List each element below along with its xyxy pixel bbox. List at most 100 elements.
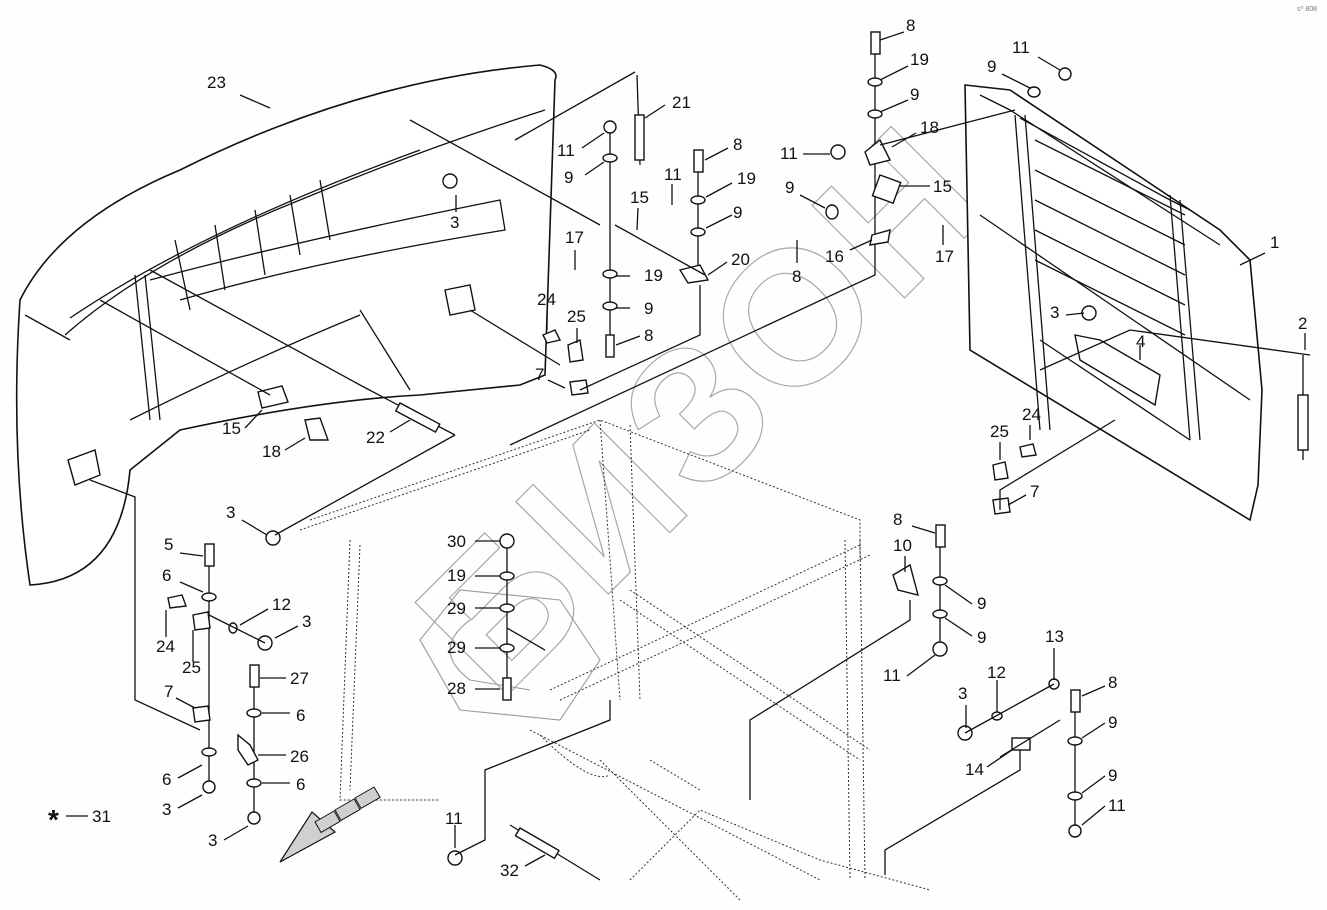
callout-number: 20 — [731, 250, 750, 269]
callout-25: 25 — [990, 422, 1009, 460]
callout-7: 7 — [1007, 482, 1039, 506]
callout-number: 7 — [1030, 482, 1039, 501]
callout-9: 9 — [1081, 713, 1117, 739]
callout-number: 25 — [567, 307, 586, 326]
callout-8: 8 — [879, 16, 915, 41]
callout-25: 25 — [182, 630, 201, 677]
gas-strut-21 — [634, 74, 645, 166]
callout-8: 8 — [792, 240, 801, 286]
callout-number: 15 — [222, 419, 241, 438]
callout-leader — [177, 764, 203, 779]
callout-12: 12 — [987, 663, 1006, 712]
callout-9: 9 — [1081, 766, 1117, 794]
callout-3: 3 — [274, 612, 311, 639]
callout-number: 19 — [910, 50, 929, 69]
fastener-stack-right-8-9-11 — [892, 524, 948, 657]
grille-panel-part-1 — [964, 84, 1263, 522]
callout-number: 9 — [987, 57, 996, 76]
callout-number: 11 — [780, 144, 798, 163]
callout-number: 12 — [987, 663, 1006, 682]
callout-number: 15 — [933, 177, 952, 196]
callout-leader — [906, 654, 936, 677]
callout-leader — [1007, 494, 1027, 506]
callout-11: 11 — [883, 654, 936, 685]
callout-25: 25 — [567, 307, 586, 343]
callout-6: 6 — [262, 706, 305, 725]
callout-7: 7 — [164, 682, 196, 709]
callout-number: 3 — [450, 213, 459, 232]
callout-number: 3 — [162, 800, 171, 819]
callout-11: 11 — [1081, 796, 1126, 826]
callout-23: 23 — [207, 73, 271, 109]
callout-number: 10 — [893, 536, 912, 555]
callout-labels: 23 32 11 19 8 19 9 11 15 17 19 20 9 8 24 25 7 8 19 9 1 8 11 15 9… — [156, 16, 1307, 880]
callout-number: 3 — [302, 612, 311, 631]
callout-leader — [705, 182, 733, 198]
callout-9: 9 — [987, 57, 1031, 89]
callout-number: 11 — [664, 165, 682, 184]
callout-number: 25 — [182, 658, 201, 677]
callout-22: 22 — [366, 419, 411, 447]
callout-number: 11 — [883, 666, 901, 685]
callout-leader — [223, 825, 249, 841]
callout-leader — [891, 132, 917, 148]
small-clips — [167, 67, 1097, 866]
watermark-logo — [419, 589, 601, 721]
callout-number: 22 — [366, 428, 385, 447]
fastener-stack-top-mid — [825, 31, 902, 250]
callout-leader — [944, 584, 973, 605]
callout-number: 1 — [1270, 233, 1279, 252]
callout-number: 28 — [447, 679, 466, 698]
callout-leader — [879, 99, 909, 113]
callout-number: 26 — [290, 747, 309, 766]
callout-number: 6 — [162, 770, 171, 789]
callout-19: 19 — [616, 266, 663, 285]
gas-strut-22 — [359, 384, 456, 436]
callout-3: 3 — [208, 825, 249, 850]
callout-3: 3 — [450, 195, 459, 232]
callout-number: 7 — [164, 682, 173, 701]
callout-leader — [239, 94, 271, 109]
callout-6: 6 — [262, 775, 305, 794]
callout-29: 29 — [447, 599, 500, 618]
callout-number: 9 — [564, 168, 573, 187]
callout-9: 9 — [879, 85, 919, 113]
callout-number: 24 — [156, 637, 175, 656]
callout-12: 12 — [239, 595, 291, 626]
callout-number: 8 — [893, 510, 902, 529]
callout-15: 15 — [630, 188, 649, 231]
callout-11: 11 — [557, 132, 605, 160]
callout-leader — [524, 854, 546, 867]
callout-19: 19 — [447, 566, 500, 585]
callout-number: 3 — [958, 684, 967, 703]
callout-17: 17 — [935, 225, 954, 266]
callout-leader — [799, 194, 826, 209]
callout-number: 19 — [737, 169, 756, 188]
callout-number: 29 — [447, 599, 466, 618]
callout-leader — [615, 335, 641, 346]
callout-number: 9 — [733, 203, 742, 222]
callout-9: 9 — [944, 617, 986, 647]
callout-number: 11 — [1108, 796, 1126, 815]
callout-number: 32 — [500, 861, 519, 880]
callout-number: 6 — [296, 775, 305, 794]
callout-number: 9 — [1108, 766, 1117, 785]
callout-leader — [849, 239, 873, 251]
callout-leader — [584, 161, 605, 176]
callout-number: 9 — [1108, 713, 1117, 732]
callout-leader — [547, 379, 566, 389]
callout-leader — [175, 697, 196, 709]
callout-number: 8 — [644, 326, 653, 345]
callout-leader — [1001, 73, 1031, 89]
callout-leader — [284, 437, 306, 451]
callout-leader — [1065, 312, 1085, 316]
callout-leader — [1239, 252, 1266, 266]
callout-30: 30 — [447, 532, 500, 551]
callout-1: 1 — [1239, 233, 1279, 266]
callout-leader — [911, 525, 936, 534]
callout-19: 19 — [879, 50, 929, 81]
callout-number: 4 — [1136, 332, 1145, 351]
fastener-stack-30-28 — [499, 533, 515, 701]
callout-7: 7 — [535, 365, 566, 389]
callout-number: 9 — [910, 85, 919, 104]
